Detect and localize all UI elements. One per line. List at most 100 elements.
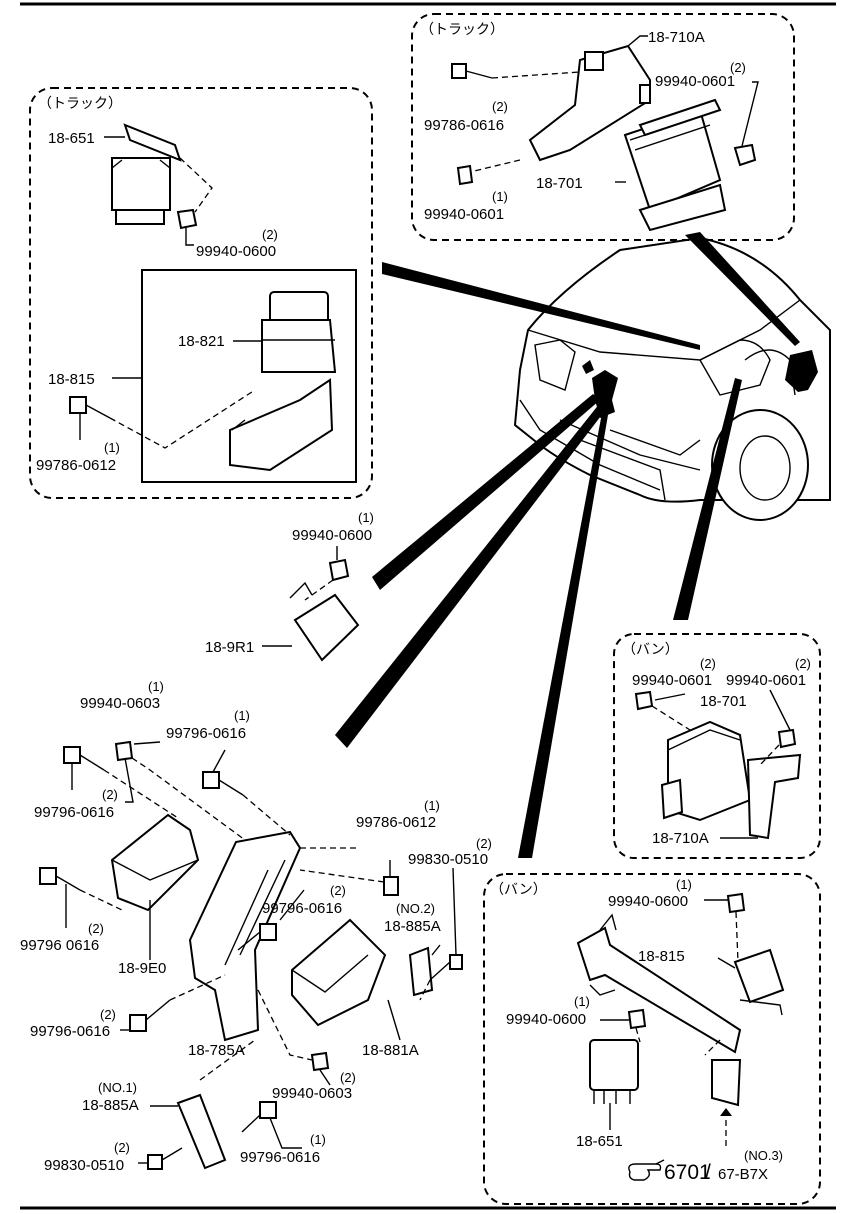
part-number-99940-0601: 99940-0601	[632, 672, 712, 689]
part-number-99830-0510: 99830-0510	[408, 851, 488, 868]
qty-99940-0600: (2)	[262, 227, 278, 242]
reference-page[interactable]: 6701	[664, 1161, 711, 1184]
leader-wedge-relay-group	[335, 403, 607, 748]
part-number-18-885A: 18-885A	[82, 1097, 139, 1114]
vehicle-illustration	[513, 236, 831, 521]
bolt-illustration-99796-0616-a	[63, 746, 105, 771]
inner-frame-18-815	[141, 269, 357, 483]
group-box-van-right	[613, 633, 821, 859]
part-number-99796-0616: 99796-0616	[34, 804, 114, 821]
part-number-99940-0601: 99940-0601	[424, 206, 504, 223]
qty-99940-0601: (2)	[730, 60, 746, 75]
bolt-illustration-99796-0616-f	[241, 1101, 277, 1133]
leader-wedge-truck-left	[382, 262, 700, 350]
part-number-99786-0616: 99786-0616	[424, 117, 504, 134]
group-box-van-bottom	[483, 873, 821, 1205]
part-number-99940-0600: 99940-0600	[196, 243, 276, 260]
part-number-99796-0616: 99796-0616	[30, 1023, 110, 1040]
qty-99786-0616: (2)	[492, 99, 508, 114]
nut-illustration-99940-0603-b	[310, 1051, 330, 1072]
nut-illustration-99940-0600-b	[328, 558, 350, 582]
part-number-18-9E0: 18-9E0	[118, 960, 166, 977]
group-label-truck-left: （トラック）	[38, 95, 122, 111]
part-number-18-821: 18-821	[178, 333, 225, 350]
pointing-hand-icon	[628, 1159, 665, 1181]
qty-99940-0600: (1)	[676, 877, 692, 892]
bolt-illustration-99830-0510-b	[147, 1147, 183, 1170]
reference-code[interactable]: 67-B7X	[718, 1166, 768, 1183]
ecu-module-illustration	[623, 98, 727, 232]
clip-illustration-18-885A-no1	[176, 1093, 227, 1170]
group-box-truck-left	[29, 87, 373, 499]
part-number-99796-0616: 99796-0616	[262, 900, 342, 917]
part-number-99786-0612: 99786-0612	[36, 457, 116, 474]
part-number-99796-0616: 99796 0616	[20, 937, 99, 954]
part-number-99940-0601: 99940-0601	[726, 672, 806, 689]
part-number-99796-0616: 99796-0616	[240, 1149, 320, 1166]
part-number-18-815: 18-815	[48, 371, 95, 388]
part-number-18-881A: 18-881A	[362, 1042, 419, 1059]
bolt-illustration-99786-0612-a	[69, 396, 111, 419]
ecu-illustration-van	[660, 720, 752, 822]
group-box-truck-top	[411, 13, 795, 241]
qty-99940-0601: (2)	[700, 656, 716, 671]
part-number-99940-0600: 99940-0600	[608, 893, 688, 910]
bolt-illustration-99796-0616-b	[202, 771, 244, 796]
part-number-18-701: 18-701	[536, 175, 583, 192]
relay-illustration-18-815-van	[733, 948, 785, 1016]
part-number-18-710A: 18-710A	[648, 29, 705, 46]
qty-99796-0616: (1)	[310, 1132, 326, 1147]
group-label-van-bottom: （バン）	[490, 881, 547, 897]
nut-illustration-99940-0601-d	[777, 728, 797, 749]
part-number-99830-0510: 99830-0510	[44, 1157, 124, 1174]
clip-illustration-18-885A-no2	[408, 946, 434, 997]
part-number-99940-0600: 99940-0600	[292, 527, 372, 544]
qty-99940-0601: (2)	[795, 656, 811, 671]
ecu-bracket-illustration	[528, 44, 651, 162]
qty-18-885A: (NO.1)	[98, 1080, 137, 1095]
qty-99796-0616: (2)	[102, 787, 118, 802]
relay-illustration-18-651	[111, 123, 182, 225]
group-label-truck-top: （トラック）	[420, 21, 504, 37]
qty-99940-0603: (2)	[340, 1070, 356, 1085]
nut-illustration-99940-0600-c	[726, 892, 746, 914]
reference-separator: /	[705, 1161, 711, 1184]
qty-99786-0612: (1)	[104, 440, 120, 455]
qty-99796-0616: (2)	[100, 1007, 116, 1022]
qty-99786-0612: (1)	[424, 798, 440, 813]
nut-illustration-99940-0603-a	[114, 740, 134, 762]
leader-wedge-van-right	[673, 378, 742, 620]
part-number-18-9R1: 18-9R1	[205, 639, 254, 656]
qty-99796-0616: (1)	[234, 708, 250, 723]
bracket-illustration-van	[746, 753, 802, 840]
module-illustration-18-9E0	[110, 813, 200, 912]
module-illustration-18-881A	[291, 918, 387, 1027]
relay-illustration-18-821	[261, 291, 337, 373]
part-number-99940-0600: 99940-0600	[506, 1011, 586, 1028]
part-illustration-18-9R1	[289, 581, 360, 662]
qty-99796-0616: (2)	[88, 921, 104, 936]
qty-99940-0600: (1)	[358, 510, 374, 525]
bracket-illustration-van-bottom	[576, 913, 742, 1054]
relay-illustration-18-651-van	[589, 1039, 639, 1104]
part-number-99940-0603: 99940-0603	[80, 695, 160, 712]
part-number-99940-0603: 99940-0603	[272, 1085, 352, 1102]
qty-18-885A: (NO.2)	[396, 901, 435, 916]
part-number-18-815: 18-815	[638, 948, 685, 965]
bolt-illustration-99796-0616-e	[129, 999, 171, 1032]
group-label-van-right: （バン）	[622, 641, 679, 657]
nut-illustration-99940-0601-a	[733, 143, 757, 167]
nut-illustration-99940-0600-d	[627, 1008, 647, 1030]
clip-illustration-van	[711, 1059, 742, 1107]
reference-qty: (NO.3)	[744, 1148, 783, 1163]
part-number-18-651: 18-651	[576, 1133, 623, 1150]
qty-99940-0601: (1)	[492, 189, 508, 204]
part-number-18-785A: 18-785A	[188, 1042, 245, 1059]
part-number-18-885A: 18-885A	[384, 918, 441, 935]
leader-wedge-van-bottom	[518, 413, 608, 858]
leader-wedge-9r1	[372, 394, 600, 590]
nut-illustration-99940-0601-c	[634, 690, 654, 711]
bracket-illustration-18-785A	[188, 830, 302, 1042]
leader-wedge-truck-top	[685, 232, 800, 346]
part-number-99786-0612: 99786-0612	[356, 814, 436, 831]
